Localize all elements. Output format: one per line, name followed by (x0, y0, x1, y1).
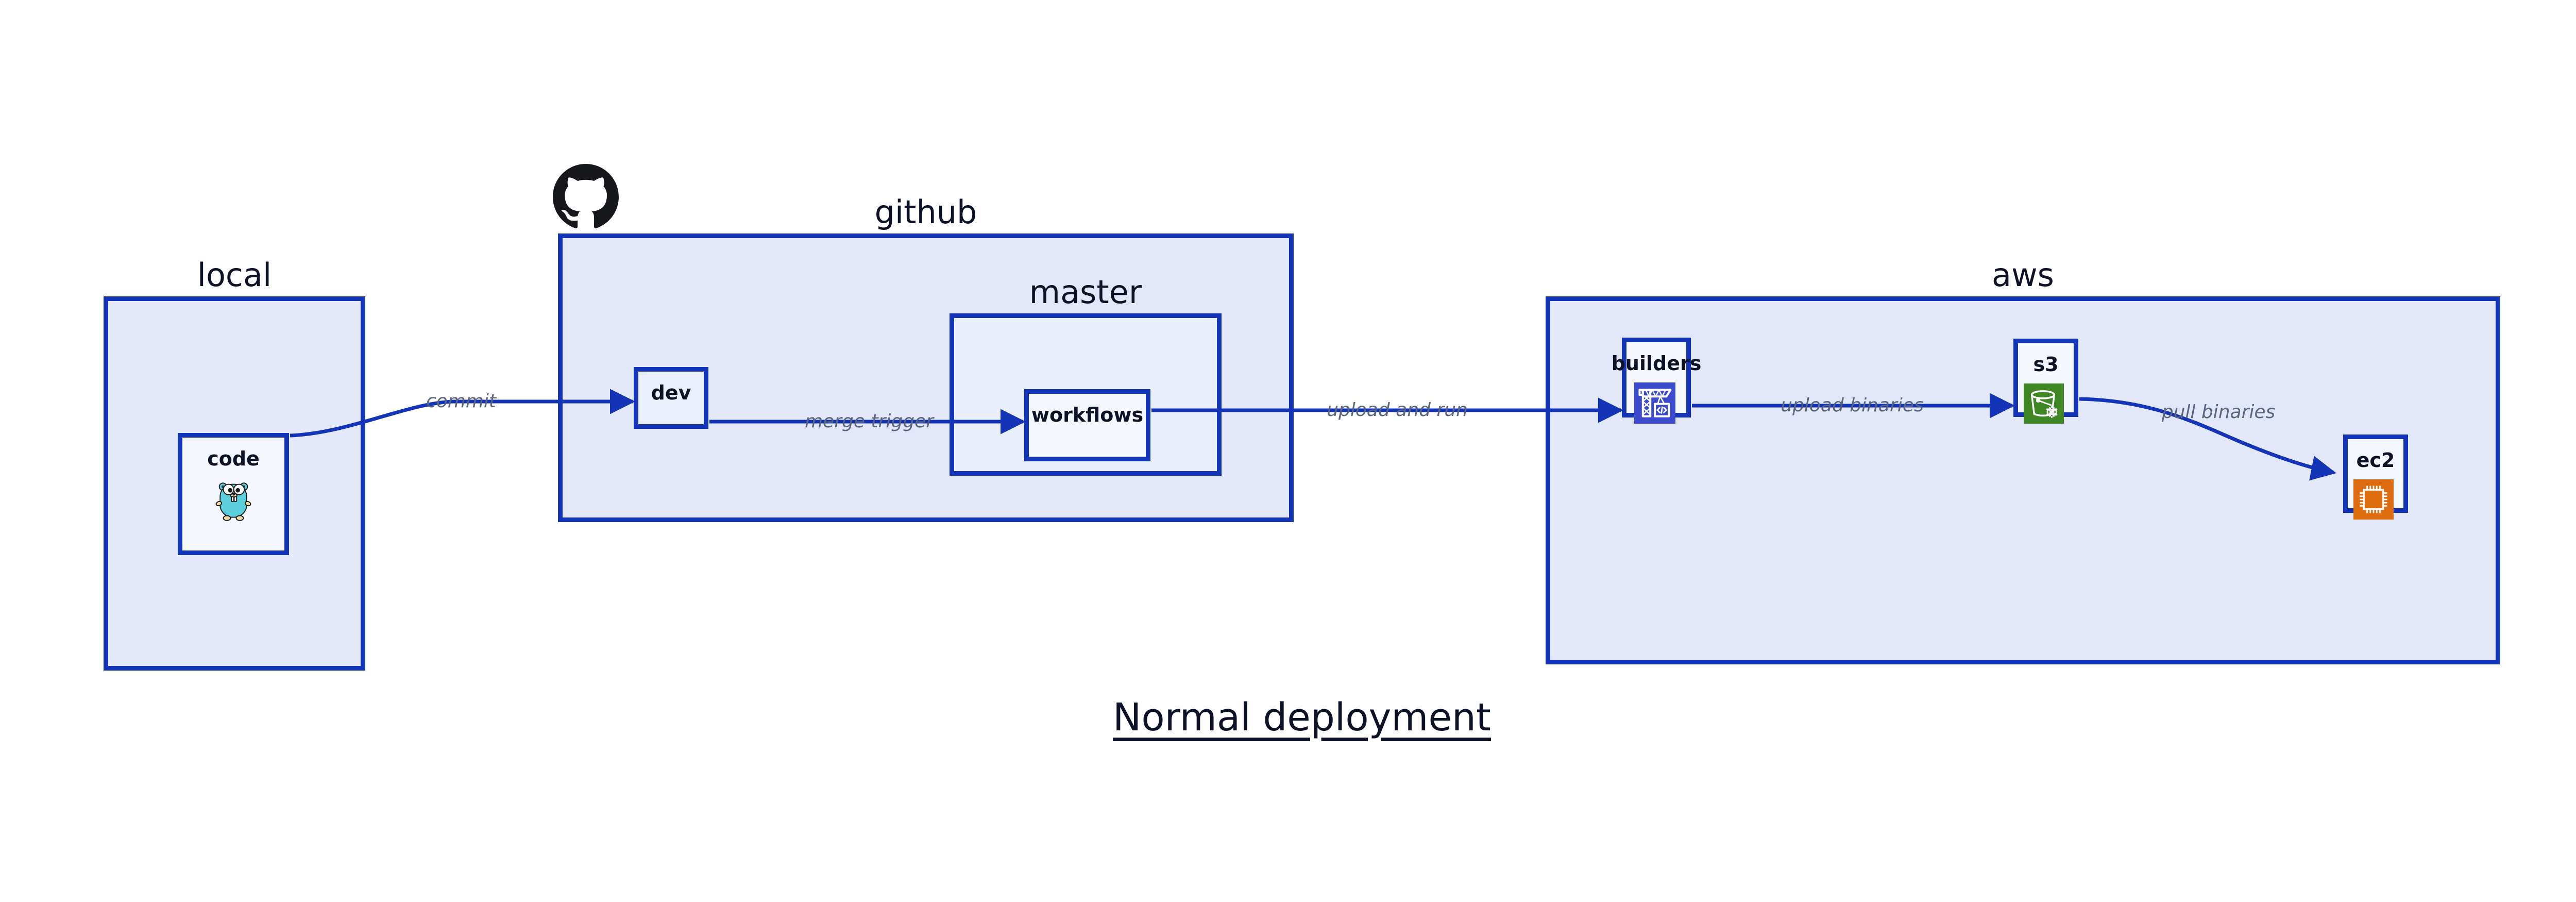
node-builders-label: builders (1611, 352, 1702, 375)
edge-label-upload-binaries: upload binaries (1781, 395, 1924, 416)
github-octocat-icon (553, 164, 619, 230)
node-s3[interactable]: s3 (2013, 339, 2078, 424)
node-ec2[interactable]: ec2 (2343, 435, 2408, 520)
edge-label-upload-and-run: upload and run (1327, 399, 1468, 421)
node-workflows-label: workflows (1031, 404, 1144, 426)
edge-label-commit: commit (426, 391, 497, 412)
aws-ec2-icon (2353, 479, 2398, 522)
group-master-label: master (1029, 273, 1142, 311)
edge-label-pull-binaries: pull binaries (2161, 402, 2276, 423)
aws-s3-glacier-icon (2024, 383, 2068, 426)
node-dev[interactable]: dev (634, 367, 708, 429)
group-github-label: github (874, 193, 977, 231)
node-code-label: code (207, 447, 260, 470)
edge-label-merge-trigger: merge trigger (804, 411, 934, 432)
node-code[interactable]: code (178, 433, 289, 555)
node-ec2-label: ec2 (2356, 449, 2395, 472)
aws-codebuild-icon (1634, 382, 1679, 426)
node-s3-label: s3 (2033, 353, 2059, 376)
go-gopher-icon (211, 478, 256, 522)
node-dev-label: dev (651, 381, 691, 404)
node-workflows[interactable]: workflows (1024, 389, 1150, 461)
node-builders[interactable]: builders (1612, 338, 1701, 424)
group-aws-label: aws (1991, 256, 2054, 294)
diagram-title: Normal deployment (1113, 695, 1491, 740)
group-local-label: local (197, 256, 272, 294)
